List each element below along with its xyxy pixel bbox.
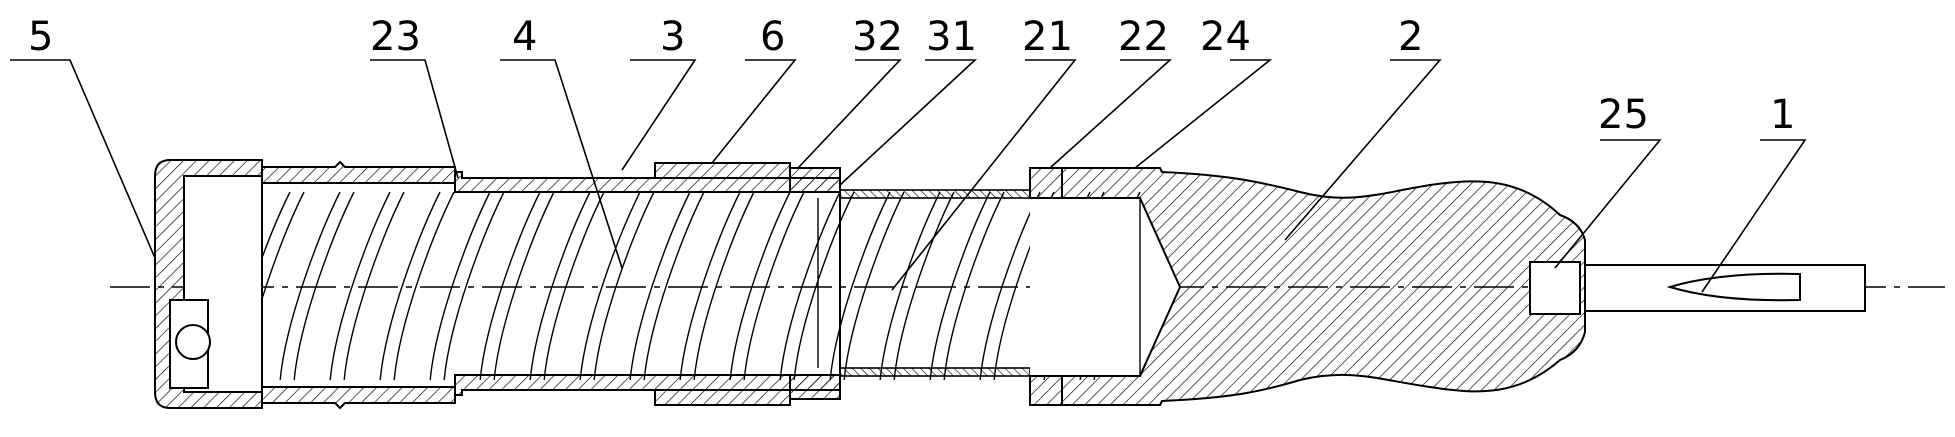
- callout-24: 24: [1200, 14, 1251, 60]
- ring-part-6: [654, 162, 791, 406]
- spring-coil: [493, 191, 555, 380]
- callout-3: 3: [660, 14, 685, 60]
- leader-4: [500, 59, 623, 269]
- outer-sleeve-part-3: [261, 160, 841, 410]
- spring-coil: [743, 191, 805, 380]
- callout-32: 32: [852, 14, 903, 60]
- leader-2: [1284, 59, 1442, 241]
- leader-21: [891, 59, 1077, 291]
- spring-coil: [579, 191, 641, 380]
- end-cap-part-5: [154, 159, 263, 409]
- ball-detent: [175, 324, 211, 360]
- spring-coil: [679, 191, 741, 380]
- spring-coil: [329, 191, 391, 380]
- callout-1: 1: [1770, 92, 1795, 138]
- spring-coil: [543, 191, 605, 380]
- leader-32: [797, 59, 902, 169]
- callout-5: 5: [28, 14, 53, 60]
- leader-1: [1701, 139, 1807, 293]
- spring-coil: [429, 191, 491, 380]
- spring-coil: [593, 191, 655, 380]
- leader-3: [621, 59, 697, 171]
- spring-coil: [393, 191, 455, 380]
- spring-coil: [943, 191, 1005, 380]
- handle-part-2: [1029, 167, 1586, 406]
- spring-coil: [779, 191, 841, 380]
- spring-coil: [729, 191, 791, 380]
- callout-31: 31: [926, 14, 977, 60]
- callout-25: 25: [1598, 92, 1649, 138]
- callout-21: 21: [1022, 14, 1073, 60]
- callout-2: 2: [1398, 14, 1423, 60]
- spring-coil: [929, 191, 991, 380]
- callout-6: 6: [760, 14, 785, 60]
- leader-24: [1134, 59, 1273, 169]
- spring-coil: [479, 191, 541, 380]
- callout-4: 4: [512, 14, 537, 60]
- leader-25: [1554, 139, 1662, 269]
- spring-coil: [293, 191, 355, 380]
- callout-22: 22: [1118, 14, 1169, 60]
- spring-coil: [829, 191, 891, 380]
- leader-6: [711, 59, 797, 164]
- callout-leaders: [10, 59, 1807, 293]
- spring-coil: [279, 191, 341, 380]
- spring-coil: [262, 191, 291, 261]
- collar-part-31-32: [789, 167, 841, 400]
- spring-coil: [793, 191, 855, 380]
- spring-coil: [693, 191, 755, 380]
- leader-22: [1049, 59, 1173, 169]
- blade-part-1: [1584, 264, 1866, 312]
- insert-part-25: [1529, 261, 1581, 315]
- spring-coil: [879, 191, 941, 380]
- leader-5: [10, 59, 156, 259]
- callout-labels: 5 23 4 3 6 32 31 21 22 24 2 25 1: [28, 14, 1795, 138]
- spring-coil: [629, 191, 691, 380]
- spring-coil: [443, 191, 505, 380]
- spring-coil: [843, 191, 905, 380]
- spring-coil: [643, 191, 705, 380]
- leader-23: [370, 59, 459, 179]
- spring-part-4: [262, 191, 1142, 380]
- spring-coil: [529, 191, 591, 380]
- leader-31: [839, 59, 978, 186]
- spring-coil: [262, 191, 305, 302]
- spring-coil: [379, 191, 441, 380]
- callout-23: 23: [370, 14, 421, 60]
- spring-coil: [343, 191, 405, 380]
- spring-coil: [893, 191, 955, 380]
